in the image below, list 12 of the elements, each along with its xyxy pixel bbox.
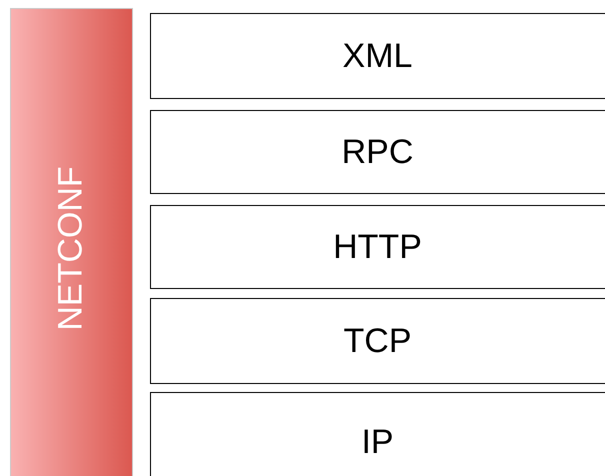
- layer-box: [150, 13, 605, 99]
- layer-box: [150, 392, 605, 476]
- layer-box: [150, 205, 605, 289]
- layer-box: [150, 298, 605, 384]
- layer-label: IP: [361, 422, 394, 462]
- vertical-label: NETCONF: [52, 166, 91, 330]
- layer-box: [150, 110, 605, 194]
- protocol-bar: [10, 8, 133, 476]
- layer-label: HTTP: [333, 228, 422, 266]
- layer-label: RPC: [342, 132, 414, 172]
- layer-label: TCP: [344, 322, 412, 360]
- layer-label: XML: [342, 36, 412, 76]
